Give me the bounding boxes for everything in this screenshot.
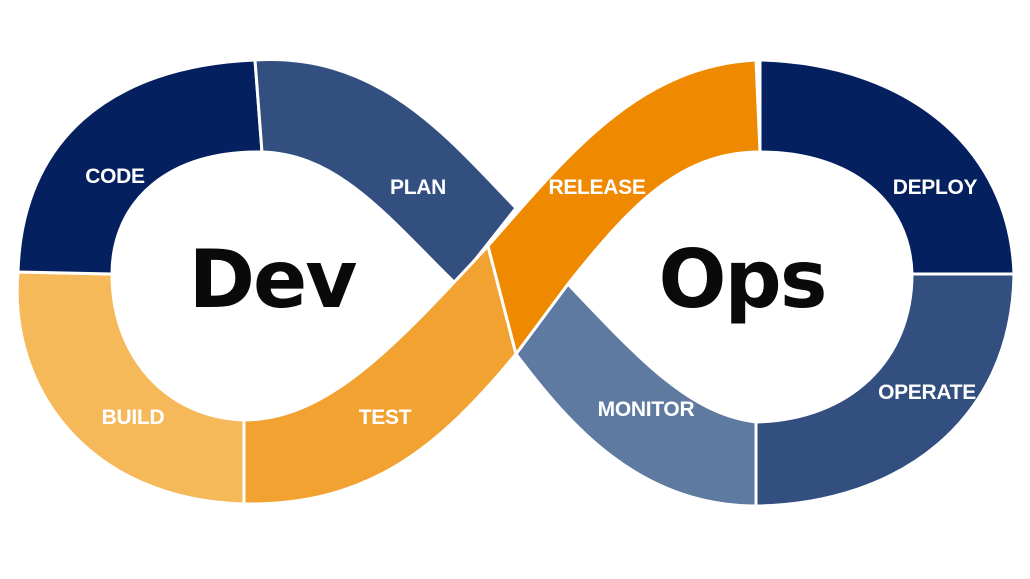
- stage-plan-label: PLAN: [390, 176, 446, 199]
- stage-plan-segment: [253, 58, 518, 286]
- stage-deploy-label: DEPLOY: [893, 176, 978, 199]
- ops-title: Ops: [659, 233, 826, 326]
- stage-build-label: BUILD: [102, 406, 165, 429]
- stage-operate-label: OPERATE: [878, 381, 976, 404]
- stage-test-label: TEST: [359, 406, 412, 429]
- stage-code-label: CODE: [85, 165, 145, 188]
- stage-build-segment: [15, 270, 246, 506]
- stage-release-segment: [486, 58, 762, 356]
- dev-title: Dev: [189, 233, 357, 326]
- stage-deploy-segment: [758, 58, 1016, 276]
- stage-monitor-label: MONITOR: [598, 398, 695, 421]
- stage-release-label: RELEASE: [548, 176, 645, 199]
- stage-operate-segment: [754, 272, 1016, 508]
